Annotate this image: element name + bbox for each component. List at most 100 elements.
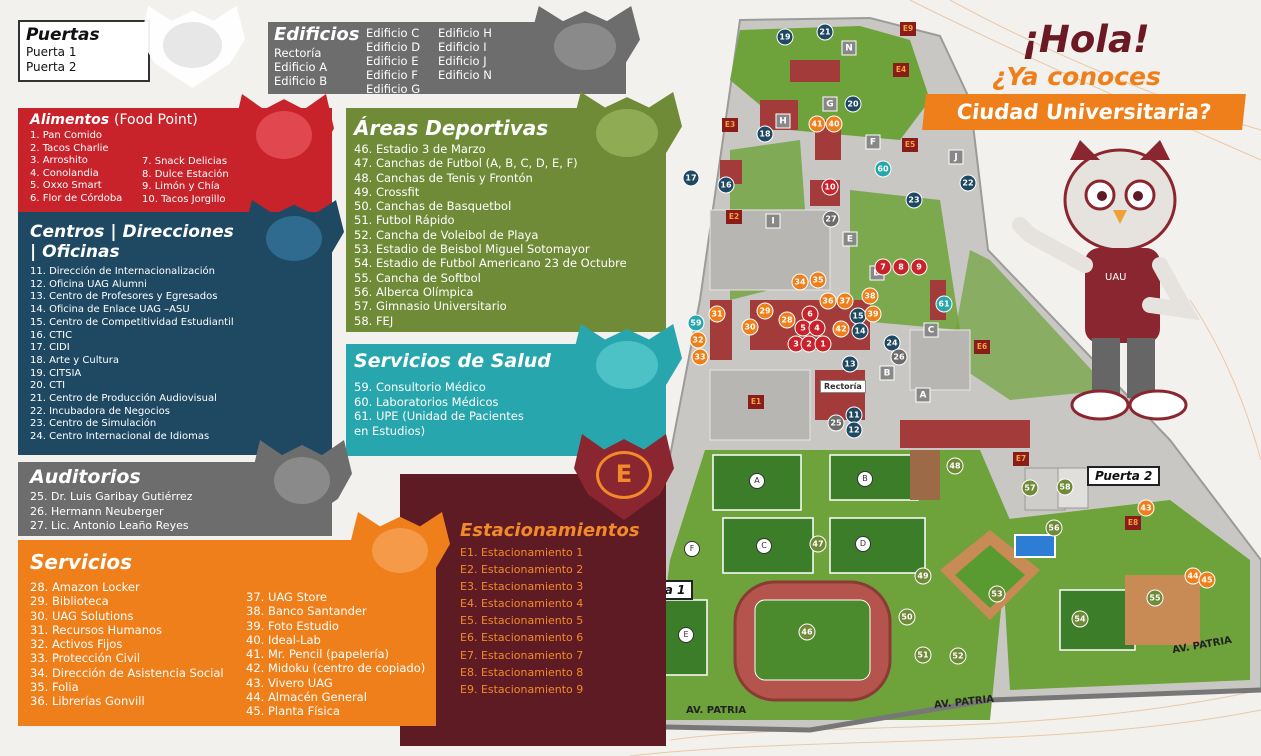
marker-25[interactable]: 25	[827, 414, 845, 432]
marker-38[interactable]: 38	[861, 287, 879, 305]
field-D[interactable]: D	[855, 536, 871, 552]
marker-33[interactable]: 33	[691, 348, 709, 366]
marker-36[interactable]: 36	[819, 292, 837, 310]
marker-17[interactable]: 17	[682, 169, 700, 187]
marker-42[interactable]: 42	[832, 320, 850, 338]
building-I[interactable]: I	[765, 213, 781, 229]
marker-58[interactable]: 58	[1056, 478, 1074, 496]
marker-13[interactable]: 13	[841, 355, 859, 373]
marker-61[interactable]: 61	[935, 295, 953, 313]
list-item: E3. Estacionamiento 3	[460, 580, 584, 594]
list-item: 61. UPE (Unidad de Pacientes	[354, 409, 524, 423]
marker-39[interactable]: 39	[864, 305, 882, 323]
parking-E8[interactable]: E8	[1125, 516, 1141, 530]
building-N[interactable]: N	[841, 40, 857, 56]
marker-32[interactable]: 32	[689, 331, 707, 349]
field-B[interactable]: B	[857, 471, 873, 487]
marker-11[interactable]: 11	[845, 406, 863, 424]
building-G[interactable]: G	[822, 96, 838, 112]
list-item: 26. Hermann Neuberger	[30, 504, 164, 518]
marker-34[interactable]: 34	[791, 273, 809, 291]
building-H[interactable]: H	[775, 113, 791, 129]
marker-53[interactable]: 53	[988, 585, 1006, 603]
marker-4[interactable]: 4	[808, 319, 826, 337]
marker-52[interactable]: 52	[949, 647, 967, 665]
list-item: Edificio C	[366, 26, 420, 40]
parking-E3[interactable]: E3	[722, 118, 738, 132]
marker-31[interactable]: 31	[708, 305, 726, 323]
marker-16[interactable]: 16	[717, 176, 735, 194]
marker-50[interactable]: 50	[898, 608, 916, 626]
marker-37[interactable]: 37	[836, 292, 854, 310]
marker-57[interactable]: 57	[1021, 479, 1039, 497]
marker-54[interactable]: 54	[1071, 610, 1089, 628]
marker-55[interactable]: 55	[1146, 589, 1164, 607]
list-item: 54. Estadio de Futbol Americano 23 de Oc…	[354, 256, 627, 271]
field-E[interactable]: E	[678, 627, 694, 643]
marker-56[interactable]: 56	[1045, 519, 1063, 537]
marker-7[interactable]: 7	[874, 258, 892, 276]
marker-41[interactable]: 41	[808, 115, 826, 133]
marker-48[interactable]: 48	[946, 457, 964, 475]
parking-E9[interactable]: E9	[900, 22, 916, 36]
marker-26[interactable]: 26	[890, 348, 908, 366]
marker-35[interactable]: 35	[809, 271, 827, 289]
building-C[interactable]: C	[923, 322, 939, 338]
building-A[interactable]: A	[915, 387, 931, 403]
list-item: 37. UAG Store	[246, 590, 327, 604]
marker-23[interactable]: 23	[905, 191, 923, 209]
marker-18[interactable]: 18	[756, 125, 774, 143]
building-J[interactable]: J	[948, 149, 964, 165]
puerta-2-label[interactable]: Puerta 2	[1087, 466, 1161, 486]
legend-alimentos-col2: 7. Snack Delicias 8. Dulce Estación 9. L…	[142, 156, 229, 206]
marker-20[interactable]: 20	[844, 95, 862, 113]
parking-E4[interactable]: E4	[893, 63, 909, 77]
marker-21[interactable]: 21	[816, 23, 834, 41]
list-item: 36. Librerías Gonvill	[30, 694, 145, 709]
marker-30[interactable]: 30	[741, 318, 759, 336]
field-F[interactable]: F	[684, 541, 700, 557]
list-item: 48. Canchas de Tenis y Frontón	[354, 170, 533, 185]
building-B[interactable]: B	[879, 365, 895, 381]
list-item: Edificio J	[438, 54, 487, 68]
headline-ya-conoces: ¿Ya conoces	[992, 62, 1161, 91]
parking-E5[interactable]: E5	[902, 138, 918, 152]
marker-10[interactable]: 10	[821, 178, 839, 196]
marker-51[interactable]: 51	[914, 646, 932, 664]
marker-14[interactable]: 14	[851, 322, 869, 340]
marker-47[interactable]: 47	[809, 535, 827, 553]
marker-28[interactable]: 28	[778, 311, 796, 329]
marker-49[interactable]: 49	[914, 567, 932, 585]
marker-59[interactable]: 59	[687, 314, 705, 332]
marker-9[interactable]: 9	[910, 258, 928, 276]
list-item: 30. UAG Solutions	[30, 608, 134, 623]
marker-40[interactable]: 40	[825, 115, 843, 133]
marker-12[interactable]: 12	[845, 421, 863, 439]
marker-46[interactable]: 46	[798, 623, 816, 641]
marker-1[interactable]: 1	[814, 335, 832, 353]
marker-43[interactable]: 43	[1137, 499, 1155, 517]
parking-E2[interactable]: E2	[726, 210, 742, 224]
field-A[interactable]: A	[749, 473, 765, 489]
legend-edificios-col2: Edificio C Edificio D Edificio E Edifici…	[366, 26, 420, 96]
legend-salud-list: 59. Consultorio Médico 60. Laboratorios …	[354, 380, 524, 438]
marker-27[interactable]: 27	[822, 210, 840, 228]
marker-60[interactable]: 60	[874, 160, 892, 178]
list-item: 56. Alberca Olímpica	[354, 284, 474, 299]
marker-45[interactable]: 45	[1198, 571, 1216, 589]
building-F[interactable]: F	[865, 134, 881, 150]
marker-8[interactable]: 8	[892, 258, 910, 276]
parking-E1[interactable]: E1	[748, 395, 764, 409]
legend-centros-title: Centros | Direcciones | Oficinas	[30, 222, 234, 262]
marker-19[interactable]: 19	[776, 28, 794, 46]
rectoria-label[interactable]: Rectoría	[820, 380, 866, 393]
campus-map[interactable]: N H G F I E J D C B A Rectoría E9 E4 E3 …	[610, 0, 1261, 756]
parking-E6[interactable]: E6	[974, 340, 990, 354]
marker-29[interactable]: 29	[756, 302, 774, 320]
field-C[interactable]: C	[756, 538, 772, 554]
building-E[interactable]: E	[842, 231, 858, 247]
marker-22[interactable]: 22	[959, 174, 977, 192]
list-item: 10. Tacos Jorgillo	[142, 193, 226, 205]
parking-E7[interactable]: E7	[1013, 452, 1029, 466]
legend-estacionamientos: Estacionamientos E1. Estacionamiento 1 E…	[400, 474, 666, 746]
